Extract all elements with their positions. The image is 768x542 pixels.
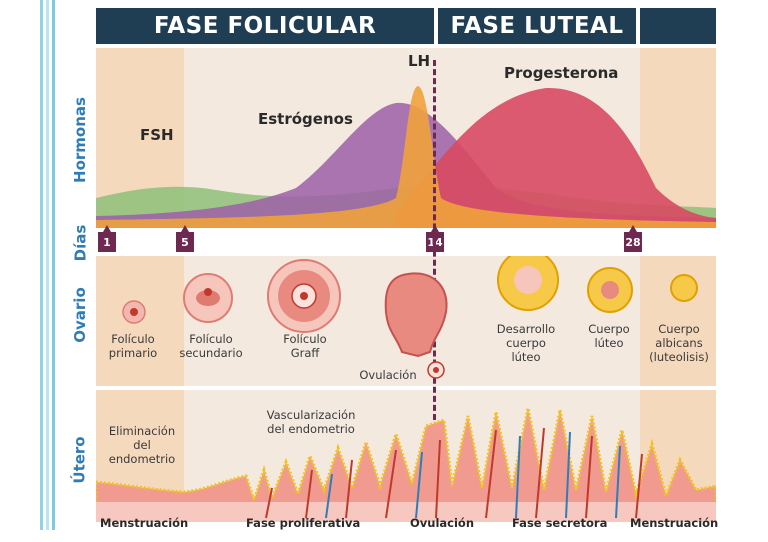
ovulation-dashed-line [433,60,436,420]
lh-curve [96,86,716,228]
label-graaf-follicle: Folículo Graff [283,332,327,360]
day-marker-28: 28 [624,225,642,252]
corpus-luteum-icon [587,267,633,313]
luteal-phase-header: FASE LUTEAL [438,8,636,44]
label-corpus-dev: Desarrollo cuerpo lúteo [496,322,556,364]
row-label-uterus: Útero [71,436,90,484]
row-label-ovary: Ovario [71,287,89,343]
secondary-follicle-icon [183,273,233,323]
blood-vessels-icon [265,427,643,519]
bottom-label-menstruation-2: Menstruación [630,516,719,530]
bottom-label-proliferative: Fase proliferativa [246,516,361,530]
follicular-phase-header: FASE FOLICULAR [96,8,434,44]
label-corpus-albicans: Cuerpo albicans (luteolisis) [649,322,709,364]
left-decor-stripes [40,0,60,530]
header-right-block [640,8,716,44]
hormone-curves [96,86,716,228]
ovulation-follicle-icon [384,272,448,379]
endometrium-layer [96,407,716,522]
label-estrogen: Estrógenos [258,110,353,128]
days-strip [96,228,716,254]
label-primary-follicle: Folículo primario [108,332,158,360]
endometrium-base [96,502,716,522]
bottom-label-menstruation-1: Menstruación [100,516,189,530]
row-label-days: Días [71,224,89,262]
primary-follicle-icon [122,300,146,324]
label-vascularization: Vascularización del endometrio [266,408,356,436]
bottom-label-secretory: Fase secretora [512,516,608,530]
ovary-illustrations [122,256,698,379]
label-corpus-luteum: Cuerpo lúteo [588,322,630,350]
day-marker-5: 5 [176,225,194,252]
label-ovulation-ovary: Ovulación [359,368,417,382]
day-marker-1: 1 [98,225,116,252]
label-progesterone: Progesterona [504,64,619,82]
label-lh: LH [408,52,431,70]
row-label-hormones: Hormonas [71,97,90,183]
bottom-label-ovulation: Ovulación [410,516,475,530]
label-endometrium-elimination: Eliminación del endometrio [108,424,176,466]
veins-icon [325,431,621,519]
label-secondary-follicle: Folículo secundario [179,332,243,360]
progesterone-curve [396,87,716,228]
corpus-luteum-dev-icon [497,256,559,311]
endometrium-illustration [96,407,716,522]
label-fsh: FSH [140,126,174,144]
graaf-follicle-icon [267,259,341,333]
corpus-albicans-icon [670,274,698,302]
